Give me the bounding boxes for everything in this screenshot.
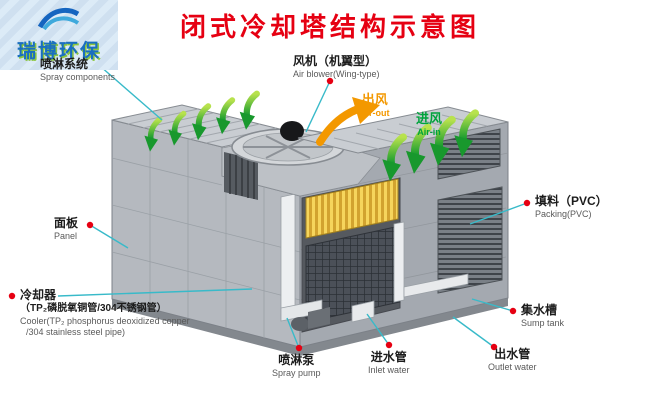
air-inlet-louver-upper [437,128,501,180]
label-packing: 填料（PVC） Packing(PVC) [535,194,608,220]
packing-zh: 填料（PVC） [535,194,608,208]
spray-system-zh: 喷淋系统 [40,57,89,71]
label-air-out: 出风 Air-out [360,92,390,120]
leader-cooler [57,288,253,297]
air-in-en: Air-in [417,127,441,138]
sump-tank-en: Sump tank [521,318,565,328]
marker-outlet [490,343,498,351]
leader-panel [89,224,129,249]
logo-icon [37,7,80,31]
company-logo: 瑞博环保 [0,0,118,70]
side-pipe [393,221,405,303]
leader-packing [469,202,528,225]
tower-cutaway [301,177,401,333]
cooler-coil-block [305,225,401,323]
marker-cooler [8,292,16,300]
label-cooler: 冷却器 （TP₂磷脱氧铜管/304不锈钢管） Cooler(TP₂ phosph… [20,288,190,338]
outlet-water-zh: 出水管 [494,347,531,361]
air-out-zh: 出风 [361,92,388,107]
marker-pump [295,344,303,352]
marker-blower [326,77,334,85]
air-inlet-louver-lower [437,186,503,294]
air-blower-en: Air blower(Wing-type) [293,69,380,79]
marker-panel [86,221,94,229]
cooler-zh: 冷却器 [20,288,57,302]
packing-en: Packing(PVC) [535,209,592,219]
spray-pump-motor [308,307,330,329]
air-out-arrow [316,97,380,146]
air-blower-zh: 风机（机翼型） [293,54,378,68]
air-in-zh: 进风 [416,111,443,126]
leader-sump [471,298,514,312]
label-inlet-water: 进水管 Inlet water [368,350,410,376]
marker-sump [509,307,517,315]
sump-tank-zh: 集水槽 [521,303,558,317]
inlet-water-en: Inlet water [368,365,410,375]
cooler-en2: /304 stainless steel pipe) [26,326,126,337]
outlet-pipe [403,273,469,298]
label-panel: 面板 Panel [54,216,78,242]
label-air-blower: 风机（机翼型） Air blower(Wing-type) [293,54,380,80]
label-spray-system: 喷淋系统 Spray components [40,57,115,83]
label-spray-pump: 喷淋泵 Spray pump [272,353,321,379]
logo-text: 瑞博环保 [16,41,101,62]
leader-outlet [452,316,495,348]
panel-zh: 面板 [54,216,79,230]
marker-inlet [385,341,393,349]
outlet-water-en: Outlet water [488,362,537,372]
spray-system-en: Spray components [40,72,116,82]
leader-pump [286,317,300,349]
page-title: 闭式冷却塔结构示意图 [179,12,480,42]
spray-pump-body [291,317,309,331]
spray-pump-zh: 喷淋泵 [278,353,315,367]
panel-en: Panel [54,231,78,241]
fan-motor [280,121,304,141]
leader-inlet [366,313,390,346]
marker-packing [523,199,531,207]
leader-spray [99,65,163,121]
leader-lines [57,65,528,349]
spray-pump-en: Spray pump [272,368,321,378]
cooler-zh-detail: （TP₂磷脱氧铜管/304不锈钢管） [20,303,167,314]
cooler-en1: Cooler(TP₂ phosphorus deoxidized copper [20,315,190,326]
leader-blower [305,80,331,133]
label-outlet-water: 出水管 Outlet water [488,347,537,373]
riser-pipe [280,193,296,320]
label-sump-tank: 集水槽 Sump tank [521,303,564,329]
fan-blades [243,135,333,159]
air-out-en: Air-out [360,108,390,119]
inlet-water-zh: 进水管 [370,350,407,364]
pvc-packing-block [305,178,399,239]
tower-base [112,298,508,356]
label-air-in: 进风 Air-in [416,111,442,139]
